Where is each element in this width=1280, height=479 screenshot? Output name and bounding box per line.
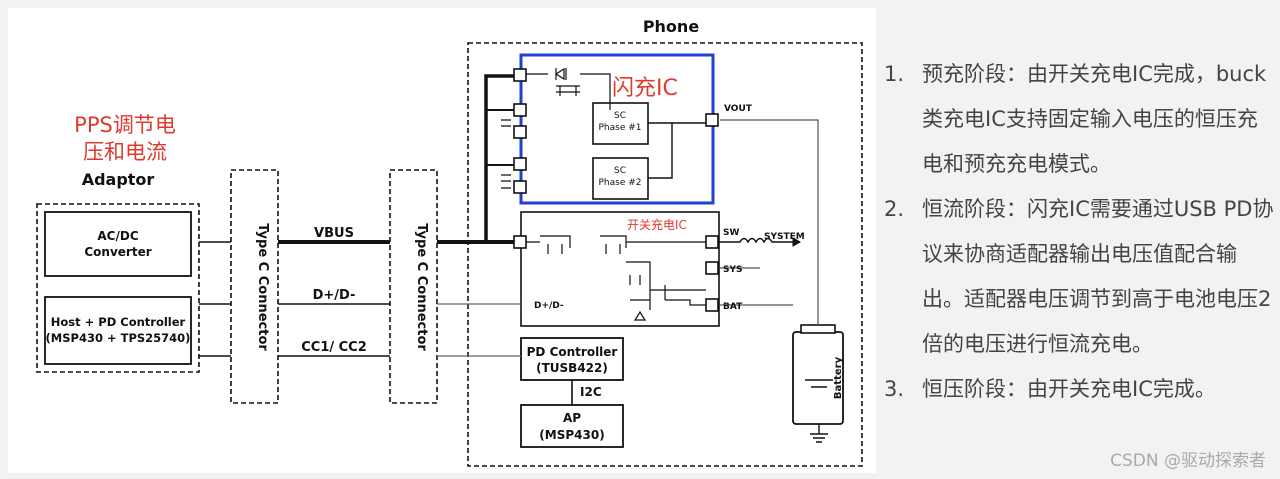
sc-phase1-box — [592, 102, 649, 145]
cc-label: CC1/ CC2 — [301, 340, 367, 355]
adaptor-boundary — [36, 203, 200, 373]
vbus-label: VBUS — [314, 226, 354, 241]
note-item: 2. 恒流阶段：闪充IC需要通过USB PD协议来协商适配器输出电压值配合输出。… — [884, 187, 1276, 367]
note-text: 恒压阶段：由开关充电IC完成。 — [922, 377, 1216, 401]
ap-label-2: (MSP430) — [539, 428, 604, 442]
host-pd-controller-box — [44, 296, 192, 365]
ap-label-1: AP — [563, 411, 581, 425]
note-number: 1. — [884, 62, 905, 86]
vout-to-battery — [720, 119, 819, 325]
dpdm-inner-label: D+/D- — [534, 301, 564, 311]
battery-label: Battery — [833, 356, 844, 399]
vbus-riser — [484, 74, 514, 242]
host-label-1: Host + PD Controller — [51, 315, 186, 329]
pps-label-line2: 压和电流 — [83, 140, 167, 164]
note-text: 恒流阶段：闪充IC需要通过USB PD协议来协商适配器输出电压值配合输出。适配器… — [922, 197, 1274, 356]
sys-label: SYS — [723, 265, 742, 275]
adaptor-title: Adaptor — [82, 170, 155, 189]
type-c-connector-adaptor — [230, 169, 279, 404]
i2c-label: I2C — [580, 385, 602, 399]
vout-label: VOUT — [724, 104, 753, 114]
pps-label-line1: PPS调节电 — [74, 113, 176, 137]
sc1-label-2: Phase #1 — [598, 123, 641, 133]
pd-controller-label-1: PD Controller — [527, 345, 618, 359]
ap-box — [520, 404, 624, 448]
type-c-connector-phone — [389, 169, 438, 404]
sc2-label-2: Phase #2 — [598, 178, 641, 188]
bat-label: BAT — [723, 302, 743, 312]
sc1-label-1: SC — [614, 111, 626, 121]
host-label-2: (MSP430 + TPS25740) — [46, 331, 191, 345]
dpdm-label: D+/D- — [313, 288, 356, 303]
note-item: 1. 预充阶段：由开关充电IC完成，buck类充电IC支持固定输入电压的恒压充电… — [884, 52, 1276, 187]
switch-charger-box — [520, 211, 720, 327]
sw-label: SW — [723, 228, 739, 238]
system-label: SYSTEM — [764, 232, 805, 242]
flash-ic-label: 闪充IC — [612, 76, 678, 101]
transistor-symbols — [501, 67, 706, 321]
pps-label: PPS调节电 压和电流 — [60, 112, 190, 166]
acdc-converter-box — [44, 211, 192, 277]
phone-title: Phone — [643, 17, 700, 36]
battery-terminal — [800, 324, 836, 334]
pd-controller-box — [520, 337, 624, 381]
watermark: CSDN @驱动探索者 — [1110, 451, 1266, 471]
type-c-label-adaptor: Type C Connector — [255, 223, 270, 351]
note-number: 3. — [884, 377, 905, 401]
charging-notes: 1. 预充阶段：由开关充电IC完成，buck类充电IC支持固定输入电压的恒压充电… — [884, 52, 1276, 412]
sc2-label-1: SC — [614, 166, 626, 176]
switch-ic-label: 开关充电IC — [627, 218, 687, 232]
note-number: 2. — [884, 197, 905, 221]
note-item: 3. 恒压阶段：由开关充电IC完成。 — [884, 367, 1276, 412]
pd-controller-label-2: (TUSB422) — [536, 361, 608, 375]
note-text: 预充阶段：由开关充电IC完成，buck类充电IC支持固定输入电压的恒压充电和预充… — [922, 62, 1267, 176]
acdc-label-1: AC/DC — [97, 229, 138, 243]
type-c-label-phone: Type C Connector — [414, 223, 429, 351]
phone-boundary — [467, 42, 863, 467]
acdc-label-2: Converter — [84, 245, 151, 259]
